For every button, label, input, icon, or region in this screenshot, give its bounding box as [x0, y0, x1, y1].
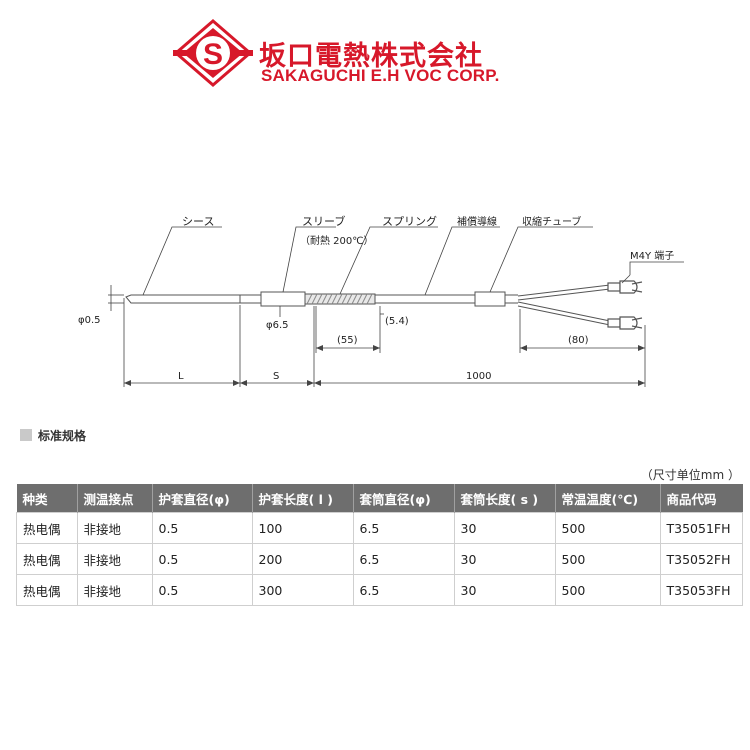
table-row: 热电偶 非接地 0.5 300 6.5 30 500 T35053FH — [16, 574, 743, 606]
table-cell: 0.5 — [151, 512, 253, 544]
table-cell: 500 — [554, 574, 661, 606]
logo-mark-icon: S — [173, 19, 253, 87]
spec-table: 种类 测温接点 护套直径(φ) 护套长度( l ) 套筒直径(φ) 套筒长度( … — [16, 484, 743, 606]
logo-letter: S — [203, 38, 223, 71]
col-header: 护套长度( l ) — [252, 484, 354, 513]
sleeve-shape — [260, 291, 306, 307]
lead-wire-lower — [517, 301, 611, 322]
label-sheath: シース — [182, 215, 214, 228]
table-cell: 热电偶 — [16, 543, 78, 575]
label-dim-s: S — [273, 371, 279, 382]
table-cell: 30 — [453, 543, 556, 575]
col-header: 测温接点 — [77, 484, 153, 513]
label-sleeve: スリーブ — [302, 214, 345, 228]
lead-wire-lower-2 — [517, 305, 611, 326]
label-dim80: (80) — [568, 335, 589, 346]
table-cell: 热电偶 — [16, 512, 78, 544]
table-cell: 非接地 — [76, 543, 153, 575]
table-cell: 非接地 — [76, 512, 153, 544]
table-cell: 300 — [251, 574, 354, 606]
thermocouple-diagram: シース スリーブ （耐熱 200℃） スプリング 補償導線 収縮チューブ M4Y… — [78, 214, 684, 387]
company-logo: S 坂口電熱株式会社 SAKAGUCHI E.H VOC CORP. — [173, 18, 563, 88]
col-header: 套筒长度( s ) — [454, 484, 556, 513]
table-cell: 30 — [453, 574, 556, 606]
table-cell: 100 — [251, 512, 354, 544]
table-row: 热电偶 非接地 0.5 200 6.5 30 500 T35052FH — [16, 543, 743, 575]
terminal-lower-icon — [607, 316, 643, 330]
label-comp-wire: 補償導線 — [457, 215, 497, 228]
terminal-upper-icon — [607, 280, 643, 294]
company-name-en: SAKAGUCHI E.H VOC CORP. — [261, 66, 500, 85]
label-phi65: φ6.5 — [266, 320, 289, 331]
table-cell: 0.5 — [151, 574, 253, 606]
label-shrink-tube: 収縮チューブ — [522, 215, 581, 228]
compensation-wire-shape — [374, 294, 476, 304]
label-heat-resist: （耐熱 200℃） — [300, 234, 374, 247]
label-dim-l: L — [178, 371, 184, 382]
label-dim55: (55) — [337, 335, 358, 346]
table-cell: 500 — [554, 543, 661, 575]
table-cell: 6.5 — [352, 543, 455, 575]
table-cell: 非接地 — [76, 574, 153, 606]
lead-wire-upper-2 — [517, 288, 611, 301]
company-name-jp: 坂口電熱株式会社 — [259, 41, 483, 72]
table-cell: T35051FH — [659, 512, 743, 544]
label-spring: スプリング — [382, 214, 437, 228]
col-header: 商品代码 — [660, 484, 743, 513]
label-dim54: (5.4) — [385, 316, 409, 327]
section-label: 标准规格 — [38, 429, 87, 443]
col-header: 套筒直径(φ) — [353, 484, 455, 513]
section-square-icon — [20, 429, 32, 441]
table-cell: 6.5 — [352, 574, 455, 606]
table-cell: 热电偶 — [16, 574, 78, 606]
table-cell: 0.5 — [151, 543, 253, 575]
sheath-shape — [125, 294, 241, 304]
table-row: 热电偶 非接地 0.5 100 6.5 30 500 T35051FH — [16, 512, 743, 544]
lead-wire-upper — [517, 284, 611, 297]
table-cell: 200 — [251, 543, 354, 575]
label-terminal: M4Y 端子 — [630, 249, 674, 262]
col-header: 常温温度(℃) — [555, 484, 661, 513]
table-header-row: 种类 测温接点 护套直径(φ) 护套长度( l ) 套筒直径(φ) 套筒长度( … — [16, 484, 743, 513]
table-cell: 500 — [554, 512, 661, 544]
table-cell: T35052FH — [659, 543, 743, 575]
shrink-tube-shape — [474, 291, 506, 307]
label-phi05: φ0.5 — [78, 315, 101, 326]
unit-note: （尺寸单位mm ） — [640, 468, 740, 482]
label-dim-1000: 1000 — [466, 371, 491, 382]
spring-hatching — [306, 293, 373, 305]
col-header: 护套直径(φ) — [152, 484, 253, 513]
table-cell: 6.5 — [352, 512, 455, 544]
table-cell: T35053FH — [659, 574, 743, 606]
table-cell: 30 — [453, 512, 556, 544]
col-header: 种类 — [16, 484, 78, 513]
